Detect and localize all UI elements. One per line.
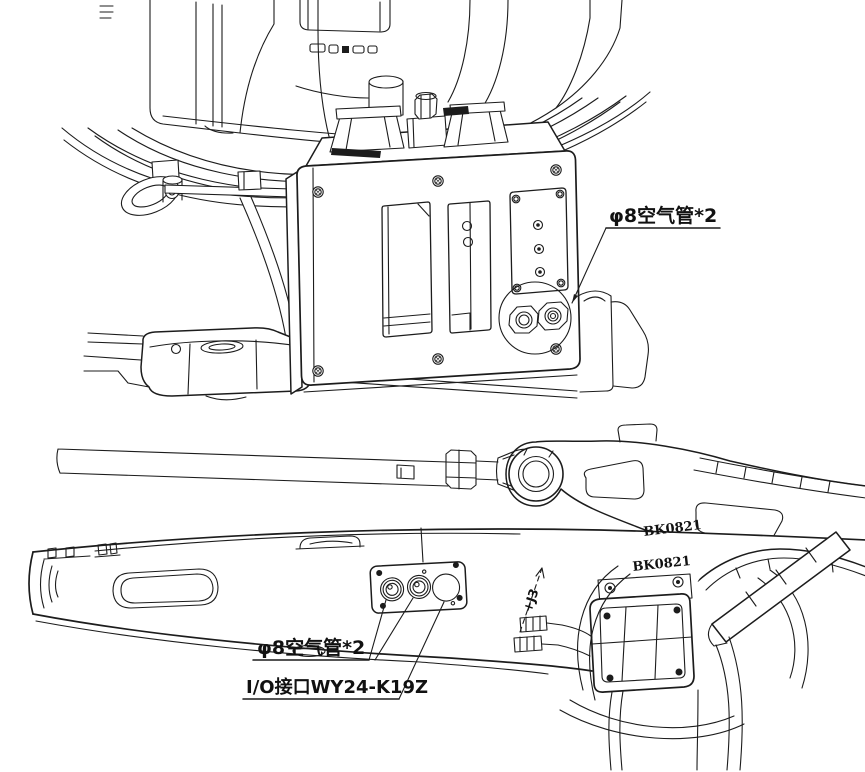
cable-window <box>381 201 433 338</box>
junction-box <box>285 75 649 395</box>
leader-line <box>398 601 445 700</box>
callout-air-tube-top: φ8空气管*2 <box>571 204 721 304</box>
rod-end-bearing <box>508 446 564 502</box>
casting-cutout <box>583 460 645 500</box>
io-port-label: I/O接口WY24-K19Z <box>246 676 428 698</box>
io-connector <box>432 573 461 602</box>
axis-j3-indicator: +J3 <box>519 567 545 633</box>
callout-io-port: I/O接口WY24-K19Z <box>242 601 445 700</box>
detail-callout-circle <box>498 281 572 355</box>
leader-line <box>571 227 607 304</box>
air-tube-label: φ8空气管*2 <box>257 636 365 659</box>
air-fitting <box>380 577 405 602</box>
callout-air-tube-arm: φ8空气管*2 <box>252 597 414 661</box>
j3-motor <box>589 573 695 693</box>
connector-plate <box>509 187 569 295</box>
wire-connector <box>513 615 593 657</box>
part-marking-bk0821-1: BK0821 <box>643 518 703 540</box>
air-fitting <box>406 574 432 599</box>
link-rod <box>56 448 537 494</box>
support-strut <box>164 170 293 198</box>
base-view: φ8空气管*2 <box>61 0 721 401</box>
leader-line <box>368 597 414 661</box>
air-fitting-hex <box>537 301 569 331</box>
arm-view: BK0821 BK0821 +J3 φ8空气管*2 I/O接口WY24-K19Z <box>28 423 865 771</box>
cable-window <box>447 200 492 334</box>
lifting-hook <box>120 159 183 216</box>
cable <box>608 636 743 771</box>
junction-box-screw <box>312 186 324 198</box>
air-tube-label: φ8空气管*2 <box>609 204 717 227</box>
cable-conduit <box>707 531 851 647</box>
part-marking-bk0821-2: BK0821 <box>632 554 692 575</box>
leader-arrowhead <box>572 294 578 303</box>
axis-dashed-arrow <box>519 567 543 633</box>
junction-box-foot <box>577 290 649 393</box>
air-fitting-hex <box>508 305 539 334</box>
axis-j3-label: +J3 <box>520 587 542 614</box>
oval-slot <box>112 568 219 609</box>
connector-panel <box>369 561 468 614</box>
